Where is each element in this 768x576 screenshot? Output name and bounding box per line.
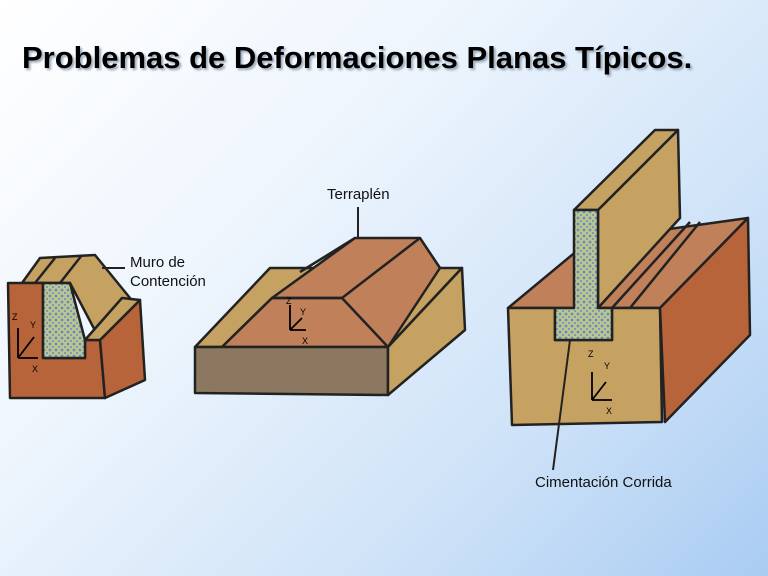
strip-footing-label: Cimentación Corrida	[535, 474, 672, 491]
axis-x-label: X	[302, 336, 308, 346]
axis-z-label: Z	[588, 349, 594, 359]
retaining-wall-label: Muro de Contención	[130, 253, 206, 291]
axis-x-label: X	[606, 406, 612, 416]
axis-z-label: Z	[286, 296, 292, 306]
axis-z-label: Z	[12, 312, 18, 322]
axis-x-label: X	[32, 364, 38, 374]
retaining-wall-diagram	[6, 253, 147, 400]
embankment-label: Terraplén	[327, 186, 390, 203]
embankment-diagram	[193, 207, 467, 397]
axis-y-label: Y	[30, 320, 36, 330]
strip-footing-diagram	[506, 128, 752, 471]
label-line: Contención	[130, 273, 206, 290]
slide-title: Problemas de Deformaciones Planas Típico…	[22, 40, 693, 75]
axis-y-label: Y	[604, 361, 610, 371]
label-line: Muro de	[130, 254, 186, 271]
axis-y-label: Y	[300, 307, 306, 317]
